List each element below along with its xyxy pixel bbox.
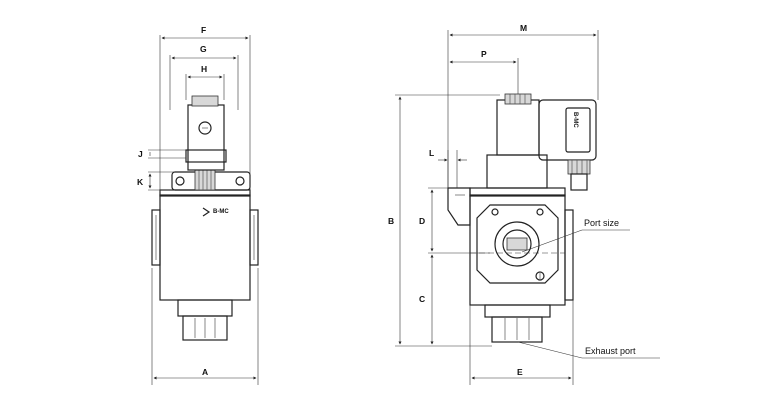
dim-label-k: K — [137, 177, 144, 187]
exhaust-port-callout: Exhaust port — [585, 346, 636, 356]
front-base — [177, 299, 233, 317]
front-right-tab — [249, 209, 259, 266]
dim-label-l: L — [429, 148, 434, 158]
port-inner — [502, 229, 532, 259]
coil-logo: B-MC — [572, 112, 578, 128]
dim-label-m: M — [520, 23, 527, 33]
front-exhaust-body — [182, 315, 228, 341]
front-connector-knurl — [194, 169, 216, 191]
dim-label-p: P — [481, 49, 487, 59]
front-left-tab — [151, 209, 161, 266]
front-valve-body — [159, 194, 251, 301]
dim-label-d: D — [419, 216, 425, 226]
coil-connector — [538, 99, 597, 161]
side-solenoid-tube — [496, 99, 540, 156]
front-coil — [187, 104, 225, 171]
dim-label-g: G — [200, 44, 207, 54]
dim-label-c: C — [419, 294, 425, 304]
dim-label-b: B — [388, 216, 394, 226]
dim-label-j: J — [138, 149, 143, 159]
front-view: B-MC F G H J — [137, 25, 259, 385]
dim-label-a: A — [202, 367, 208, 377]
port-thread — [506, 237, 528, 251]
port-outer-ring — [494, 221, 540, 267]
side-indicator — [535, 271, 545, 281]
side-coil-top — [504, 93, 532, 105]
side-solenoid-base — [486, 154, 548, 189]
front-logo: B-MC — [213, 209, 229, 215]
exhaust-port-leader — [517, 341, 583, 359]
side-exhaust-body — [491, 316, 543, 343]
side-mount-bracket — [447, 187, 471, 226]
port-size-leader — [521, 229, 583, 253]
front-coil-top — [191, 95, 219, 107]
port-size-callout: Port size — [584, 218, 619, 228]
dim-label-e: E — [517, 367, 523, 377]
side-view: B-MC M P L B D C — [388, 23, 660, 385]
front-coil-screw — [198, 121, 212, 135]
dim-label-f: F — [201, 25, 206, 35]
side-port-plate — [476, 204, 559, 284]
dim-label-h: H — [201, 64, 207, 74]
